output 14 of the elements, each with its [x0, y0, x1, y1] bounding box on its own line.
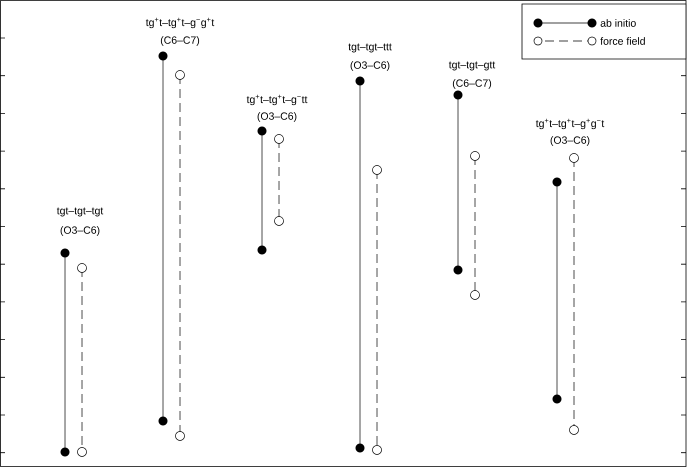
conformer-label: tgt–tgt–ttt: [348, 44, 392, 52]
conformer-label: (O3–C6): [60, 226, 100, 236]
conformer-label: tg$^{+}$t–tg$^{+}$t–g$^{−}$g$^{+}$t: [146, 18, 214, 28]
conformer-label: tgt–tgt–gtt: [448, 62, 496, 70]
conformer-label: tg$^{+}$t–tg$^{+}$t–g$^{+}$g$^{−}$t: [536, 118, 604, 130]
conformer-label: tg$^{+}$t–tg$^{+}$t–g$^{−}$tt: [246, 94, 308, 106]
conformer-label: (C6–C7): [452, 79, 492, 89]
conformer-label: (O3–C6): [350, 61, 390, 71]
legend-text: force field: [600, 37, 645, 45]
legend-text: ab initio: [600, 19, 636, 27]
conformer-label: tgt–tgt–tgt: [56, 208, 104, 216]
conformer-label: (O3–C6): [550, 136, 590, 146]
conformer-label: (O3–C6): [258, 112, 296, 122]
conformer-label: (C6–C7): [160, 36, 200, 46]
